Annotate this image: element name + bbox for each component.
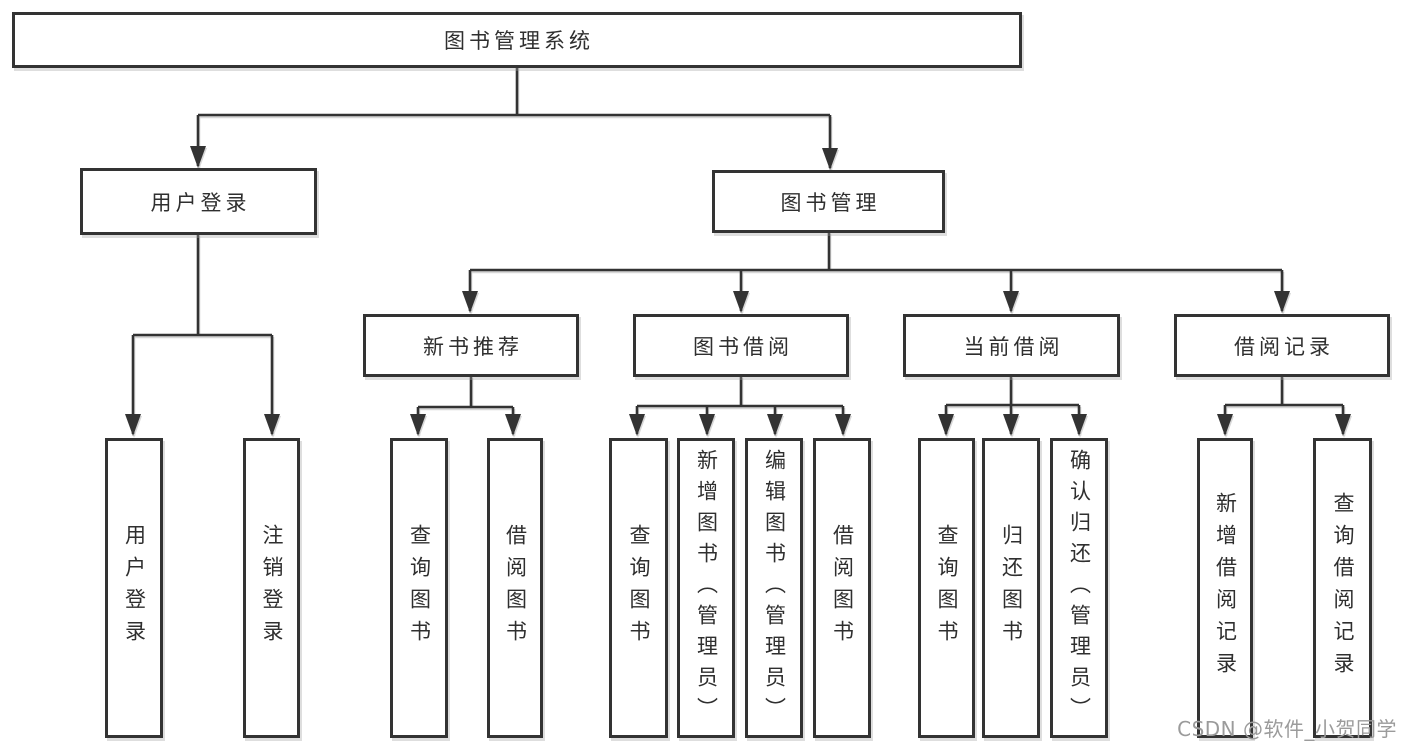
node-book-management: 图书管理 (712, 170, 945, 233)
leaf-borrow-borrow-books: 借阅图书 (813, 438, 871, 738)
connector-borrow-records-children (1217, 376, 1351, 436)
leaf-newbooks-borrow-books: 借阅图书 (487, 438, 543, 738)
node-new-book-recommend: 新书推荐 (363, 314, 579, 377)
connector-book-borrow-children (629, 376, 851, 436)
connector-current-borrow-children (938, 376, 1087, 436)
leaf-records-add-record: 新增借阅记录 (1197, 438, 1253, 738)
leaf-borrow-query-books: 查询图书 (609, 438, 668, 738)
node-borrow-records: 借阅记录 (1174, 314, 1390, 377)
connector-root-to-level2 (190, 66, 838, 170)
connector-book-mgmt-to-level3 (462, 232, 1290, 313)
leaf-current-return-books: 归还图书 (982, 438, 1040, 738)
node-root-library-system: 图书管理系统 (12, 12, 1022, 68)
node-user-login: 用户登录 (80, 168, 317, 235)
leaf-borrow-edit-books-admin: 编辑图书（管理员） (745, 438, 803, 738)
leaf-current-query-books: 查询图书 (918, 438, 975, 738)
csdn-watermark: CSDN @软件_小贺同学 (1177, 717, 1397, 741)
leaf-user-login: 用户登录 (105, 438, 163, 738)
node-book-borrow: 图书借阅 (633, 314, 849, 377)
connector-user-login-children (125, 234, 280, 436)
node-current-borrow: 当前借阅 (903, 314, 1120, 377)
connector-new-books-children (410, 376, 521, 436)
leaf-borrow-add-books-admin: 新增图书（管理员） (677, 438, 735, 738)
leaf-logout: 注销登录 (243, 438, 300, 738)
leaf-newbooks-query-books: 查询图书 (390, 438, 448, 738)
leaf-current-confirm-return-admin: 确认归还（管理员） (1050, 438, 1108, 738)
leaf-records-query-record: 查询借阅记录 (1313, 438, 1372, 738)
